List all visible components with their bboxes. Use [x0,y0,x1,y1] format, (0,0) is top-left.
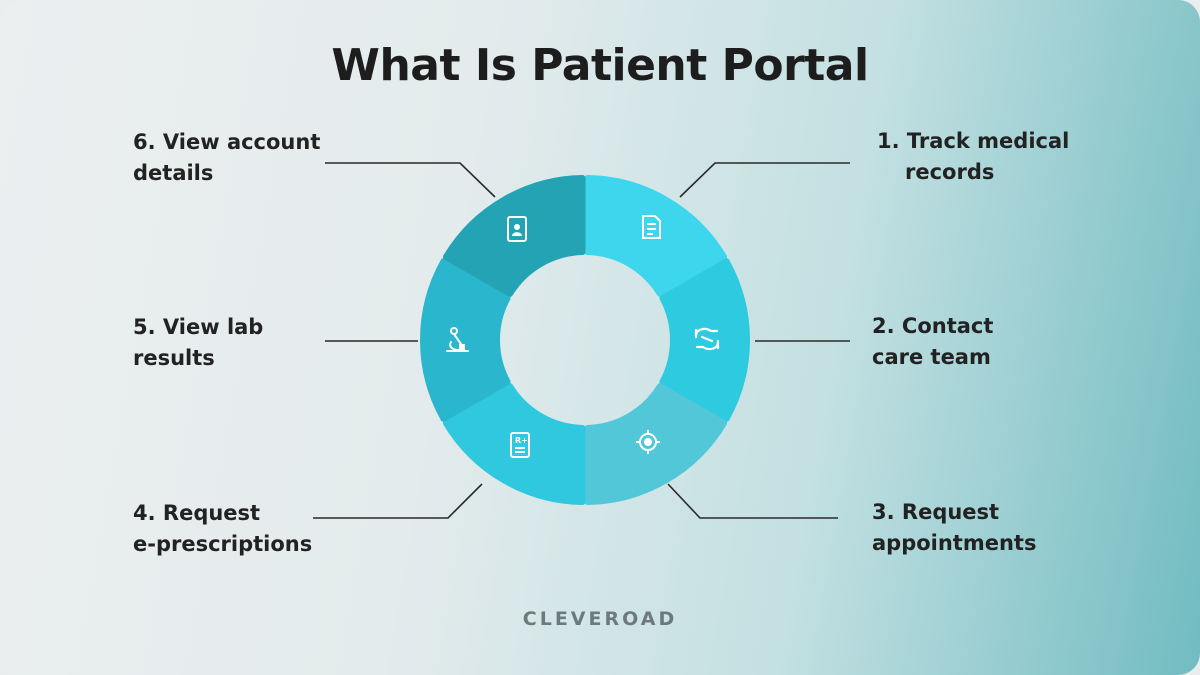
target-icon [636,430,660,454]
feature-label-3: 3. Request appointments [872,500,1037,555]
page-title: What Is Patient Portal [331,40,869,91]
segment-view-lab-results [420,258,511,422]
svg-text:R+: R+ [515,436,528,445]
feature-label-4: 4. Request e-prescriptions [133,501,313,556]
feature-label-6: 6. View account details [133,130,321,185]
microscope-icon [446,327,469,352]
handshake-icon [694,327,720,351]
id-card-icon [507,216,527,242]
connector-line-1 [679,162,850,198]
connector-line-6 [325,162,496,198]
segment-request-e-prescriptions [442,383,586,505]
prescription-icon: R+ [510,432,530,458]
ring-segments [420,175,750,505]
brand-logo-text: CLEVEROAD [522,608,678,630]
connector-line-3 [667,483,838,519]
segment-contact-care-team [659,258,750,422]
feature-label-5: 5. View lab results [133,315,264,370]
connector-line-4 [313,483,483,519]
feature-label-1: 1. Track medical records [877,129,1070,184]
document-icon [642,215,661,239]
feature-label-2: 2. Contact care team [872,314,994,369]
segment-track-medical-records [584,175,728,297]
